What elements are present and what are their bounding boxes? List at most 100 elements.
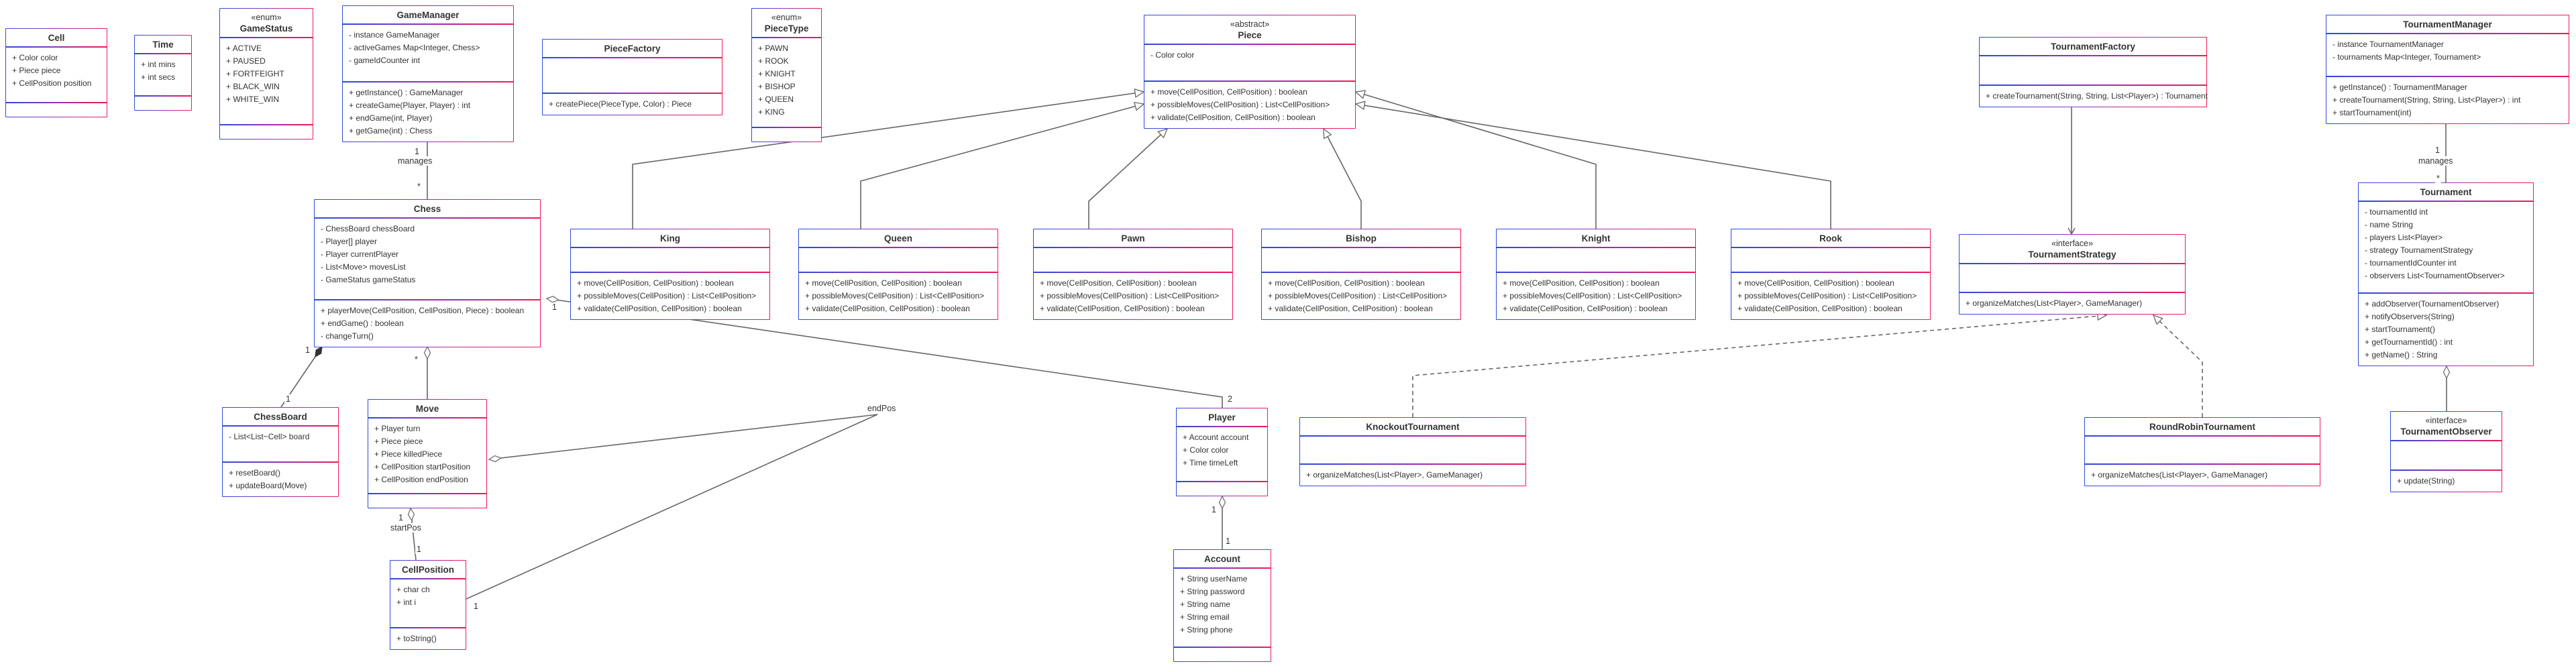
class-chess-board[interactable]: ChessBoard- List<List~Cell> board+ reset… [222, 407, 339, 497]
class-attrs-compartment: + PAWN+ ROOK+ KNIGHT+ BISHOP+ QUEEN+ KIN… [752, 38, 821, 127]
class-attribute: + String password [1180, 586, 1245, 596]
class-game-status[interactable]: «enum»GameStatus+ ACTIVE+ PAUSED+ FORTFE… [219, 8, 313, 140]
edge-bishop-extends-piece[interactable] [1324, 129, 1362, 229]
class-pawn[interactable]: Pawn+ move(CellPosition, CellPosition) :… [1033, 229, 1233, 320]
class-title: Chess [315, 200, 540, 217]
edge-queen-extends-piece[interactable] [860, 104, 1144, 229]
class-tournament-strategy[interactable]: «interface»TournamentStrategy + organizeM… [1959, 234, 2186, 315]
class-move[interactable]: Move+ Player turn+ Piece piece+ Piece ki… [368, 399, 487, 508]
class-name: Move [415, 404, 439, 414]
class-time[interactable]: Time+ int mins+ int secs [134, 35, 192, 111]
class-account[interactable]: Account+ String userName+ String passwor… [1173, 549, 1271, 662]
edge-knockout-implements-strategy[interactable] [1412, 315, 2106, 417]
compartment-divider [752, 127, 821, 128]
class-stereotype: «interface» [2425, 416, 2467, 425]
class-attribute: + KNIGHT [758, 68, 796, 78]
class-attrs-compartment [1980, 56, 2206, 85]
class-method: + validate(CellPosition, CellPosition) :… [577, 304, 742, 313]
compartment-divider [1174, 647, 1271, 648]
class-method: + move(CellPosition, CellPosition) : boo… [1150, 87, 1307, 97]
edge-rook-extends-piece[interactable] [1356, 104, 1831, 229]
class-method: + createTournament(String, String, List<… [2332, 95, 2521, 105]
class-knight[interactable]: Knight+ move(CellPosition, CellPosition)… [1496, 229, 1696, 320]
class-attrs-compartment: - Color color [1144, 45, 1355, 81]
class-attrs-compartment: + Account account+ Color color+ Time tim… [1177, 427, 1267, 482]
edge-pawn-extends-piece[interactable] [1088, 129, 1167, 229]
class-piece-type[interactable]: «enum»PieceType+ PAWN+ ROOK+ KNIGHT+ BIS… [751, 8, 822, 142]
compartment-divider [343, 81, 513, 82]
edge-label: 1 [284, 394, 292, 404]
compartment-divider [315, 217, 540, 219]
class-method: + validate(CellPosition, CellPosition) :… [1737, 304, 1902, 313]
class-title: Rook [1731, 229, 1930, 247]
class-method: + update(String) [2397, 476, 2455, 486]
class-title: «enum»PieceType [752, 9, 821, 37]
edge-move-endpos-cellposition[interactable] [466, 414, 878, 600]
class-attribute: - strategy TournamentStrategy [2365, 245, 2473, 255]
class-attribute: + String name [1180, 599, 1231, 609]
edge-roundrobin-implements-strategy[interactable] [2153, 315, 2203, 417]
class-queen[interactable]: Queen+ move(CellPosition, CellPosition) … [798, 229, 998, 320]
class-title: «interface»TournamentStrategy [1960, 235, 2185, 263]
class-cell[interactable]: Cell+ Color color+ Piece piece+ CellPosi… [5, 28, 107, 117]
class-chess[interactable]: Chess - ChessBoard chessBoard - Player[] p… [314, 199, 541, 347]
compartment-divider [1960, 263, 2185, 264]
compartment-divider [1177, 426, 1267, 427]
edge-label: manages [2417, 156, 2455, 166]
compartment-divider [220, 124, 313, 125]
class-title: Cell [6, 29, 107, 46]
class-rook[interactable]: Rook+ move(CellPosition, CellPosition) :… [1731, 229, 1931, 320]
compartment-divider [223, 425, 338, 427]
class-attribute: - Player currentPlayer [321, 249, 399, 259]
class-methods-compartment: + move(CellPosition, CellPosition) : boo… [571, 273, 769, 319]
class-game-manager[interactable]: GameManager- instance GameManager- activ… [342, 5, 514, 142]
class-attribute: + Color color [1183, 445, 1229, 455]
class-cell-position[interactable]: CellPosition+ char ch+ int i+ toString() [390, 560, 466, 650]
class-method: + createTournament(String, String, List<… [1986, 91, 2208, 101]
edge-king-extends-piece[interactable] [632, 92, 1144, 229]
class-method: + resetBoard() [229, 468, 281, 478]
class-piece-factory[interactable]: PieceFactory+ createPiece(PieceType, Col… [542, 39, 722, 115]
class-methods-compartment: + toString() [390, 628, 466, 649]
class-tournament[interactable]: Tournament- tournamentId int- name Strin… [2358, 182, 2534, 366]
edge-label: 1 [304, 345, 311, 355]
class-methods-compartment: + getInstance() : GameManager+ createGam… [343, 82, 513, 142]
class-attribute: + ROOK [758, 56, 789, 66]
class-round-robin-tournament[interactable]: RoundRobinTournament+ organizeMatches(Li… [2084, 417, 2320, 486]
class-method: + getTournamentId() : int [2365, 337, 2453, 347]
edge-label: 1 [2434, 146, 2441, 155]
class-methods-compartment: + move(CellPosition, CellPosition) : boo… [1144, 82, 1355, 128]
class-name: Player [1208, 412, 1236, 423]
compartment-divider [2326, 76, 2569, 77]
class-methods-compartment: + organizeMatches(List<Player>, GameMana… [2085, 465, 2320, 486]
class-attrs-compartment [1731, 248, 1930, 272]
class-name: Pawn [1121, 233, 1145, 243]
class-name: Queen [883, 233, 912, 243]
compartment-divider [543, 93, 722, 94]
class-attribute: - ChessBoard chessBoard [321, 223, 415, 233]
class-stereotype: «enum» [251, 13, 282, 22]
class-knockout-tournament[interactable]: KnockoutTournament+ organizeMatches(List… [1299, 417, 1526, 486]
edge-move-startpos-cellposition[interactable] [411, 508, 417, 561]
class-tournament-observer[interactable]: «interface»TournamentObserver+ update(St… [2390, 411, 2502, 492]
class-tournament-factory[interactable]: TournamentFactory+ createTournament(Stri… [1979, 37, 2208, 107]
class-attribute: - Player[] player [321, 236, 378, 246]
compartment-divider [390, 578, 466, 579]
class-method: + updateBoard(Move) [229, 481, 307, 490]
class-bishop[interactable]: Bishop+ move(CellPosition, CellPosition)… [1261, 229, 1461, 320]
class-method: + organizeMatches(List<Player>, GameMana… [1966, 298, 2143, 308]
class-title: Tournament [2359, 183, 2533, 201]
class-piece[interactable]: «abstract»Piece- Color color+ move(CellP… [1144, 15, 1356, 129]
edge-chess-aggregates-player[interactable] [547, 298, 1223, 408]
class-stereotype: «interface» [2051, 239, 2093, 248]
class-name: Piece [1238, 30, 1262, 40]
compartment-divider [223, 461, 338, 463]
edge-knight-extends-piece[interactable] [1356, 92, 1597, 229]
class-player[interactable]: Player + Account account+ Color color+ Ti… [1176, 408, 1268, 496]
class-king[interactable]: King+ move(CellPosition, CellPosition) :… [570, 229, 770, 320]
compartment-divider [368, 417, 486, 419]
compartment-divider [6, 102, 107, 103]
class-tournament-manager[interactable]: TournamentManager- instance TournamentMa… [2326, 15, 2569, 124]
class-name: GameStatus [239, 23, 293, 34]
class-method: + validate(CellPosition, CellPosition) :… [1268, 304, 1433, 313]
